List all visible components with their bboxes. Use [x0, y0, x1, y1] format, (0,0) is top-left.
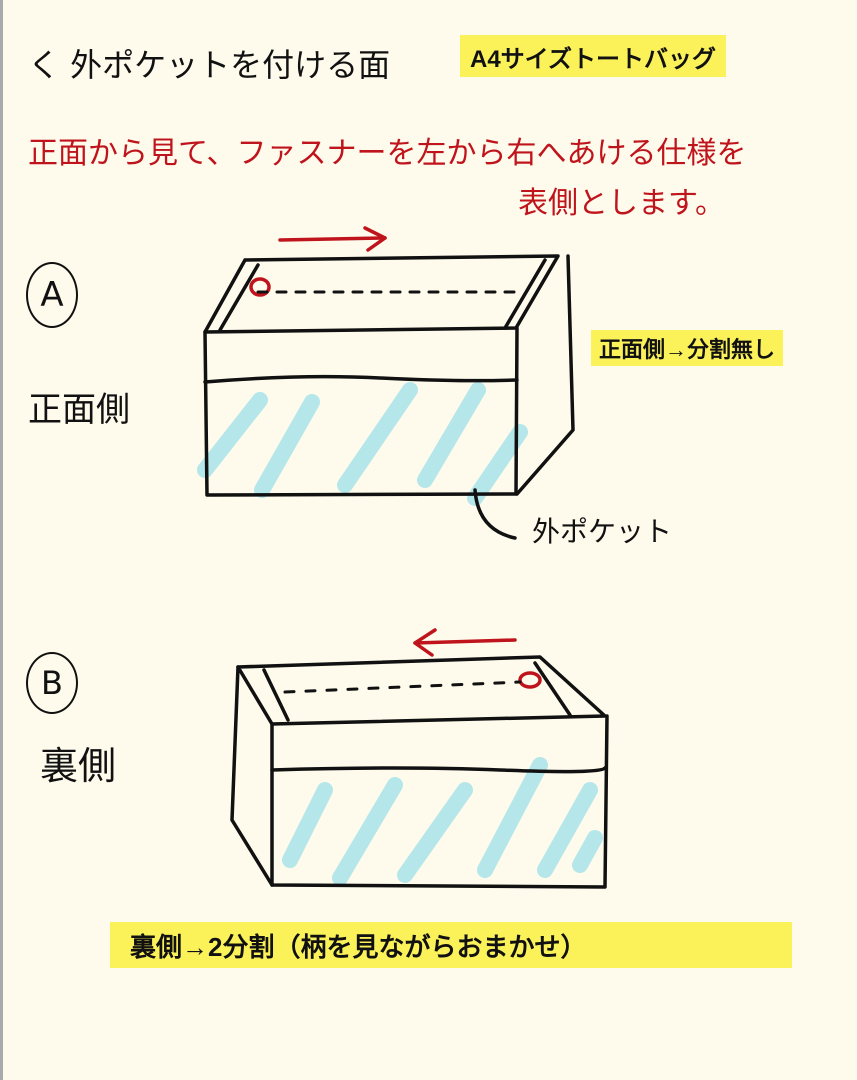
- pattern-stripes-a: [197, 382, 528, 506]
- bag-b-drawing: [230, 628, 609, 889]
- section-a-letter: A: [40, 275, 64, 315]
- section-a-note: 正面側→分割無し: [591, 330, 784, 366]
- zipper-arrow-left: [413, 628, 542, 689]
- page-edge: [0, 0, 3, 1080]
- section-b-note: 裏側→2分割（柄を見ながらおまかせ）: [110, 922, 792, 968]
- section-a-marker: A: [26, 262, 78, 328]
- zipper-arrow-right: [249, 226, 387, 297]
- header-title: く 外ポケットを付ける面: [28, 46, 391, 84]
- section-b-side-label: 裏側: [40, 744, 117, 788]
- section-a-side-label: 正面側: [28, 390, 130, 430]
- product-badge: A4サイズトートバッグ: [460, 35, 726, 77]
- section-b-letter: B: [41, 664, 63, 702]
- zipper-dashes-b: [283, 680, 522, 694]
- section-b-marker: B: [26, 652, 78, 714]
- bag-a-drawing: [197, 226, 575, 540]
- pattern-stripes-b: [282, 757, 603, 886]
- instruction-line-1: 正面から見て、ファスナーを左から右へあける仕様を: [28, 136, 747, 171]
- pocket-label: 外ポケット: [532, 515, 673, 548]
- instruction-line-2: 表側とします。: [518, 186, 725, 221]
